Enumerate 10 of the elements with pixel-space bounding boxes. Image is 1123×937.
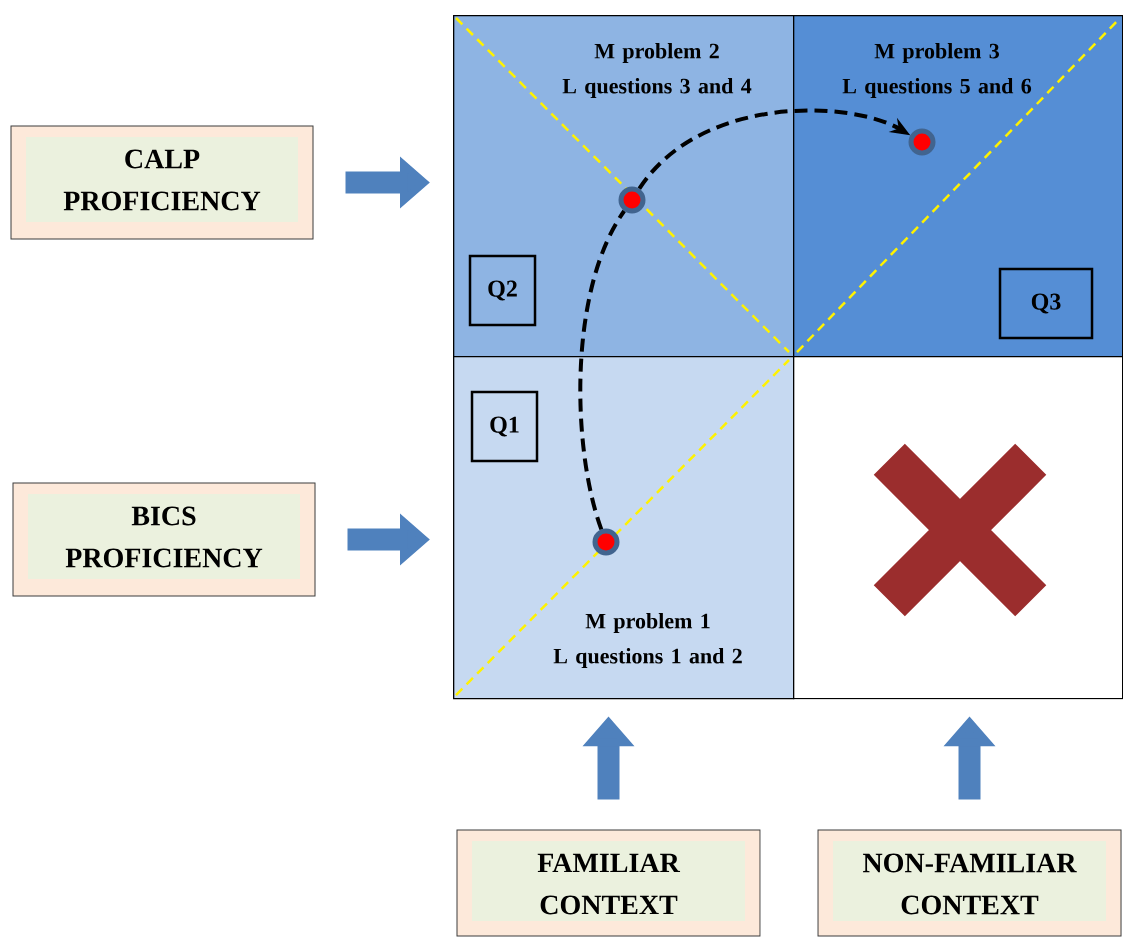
quadrant-label-box: Q3	[998, 267, 1094, 340]
quadrant-label-box: Q2	[468, 254, 537, 327]
concept-box: CALP PROFICIENCY	[10, 125, 314, 240]
concept-box: FAMILIAR CONTEXT	[456, 829, 761, 937]
dot-marker	[618, 186, 646, 214]
quadrant-label-box: Q1	[470, 390, 539, 463]
dot-marker	[908, 128, 936, 156]
concept-box: BICS PROFICIENCY	[12, 482, 316, 597]
dot-marker	[592, 528, 620, 556]
concept-box: NON-FAMILIAR CONTEXT	[817, 829, 1122, 937]
